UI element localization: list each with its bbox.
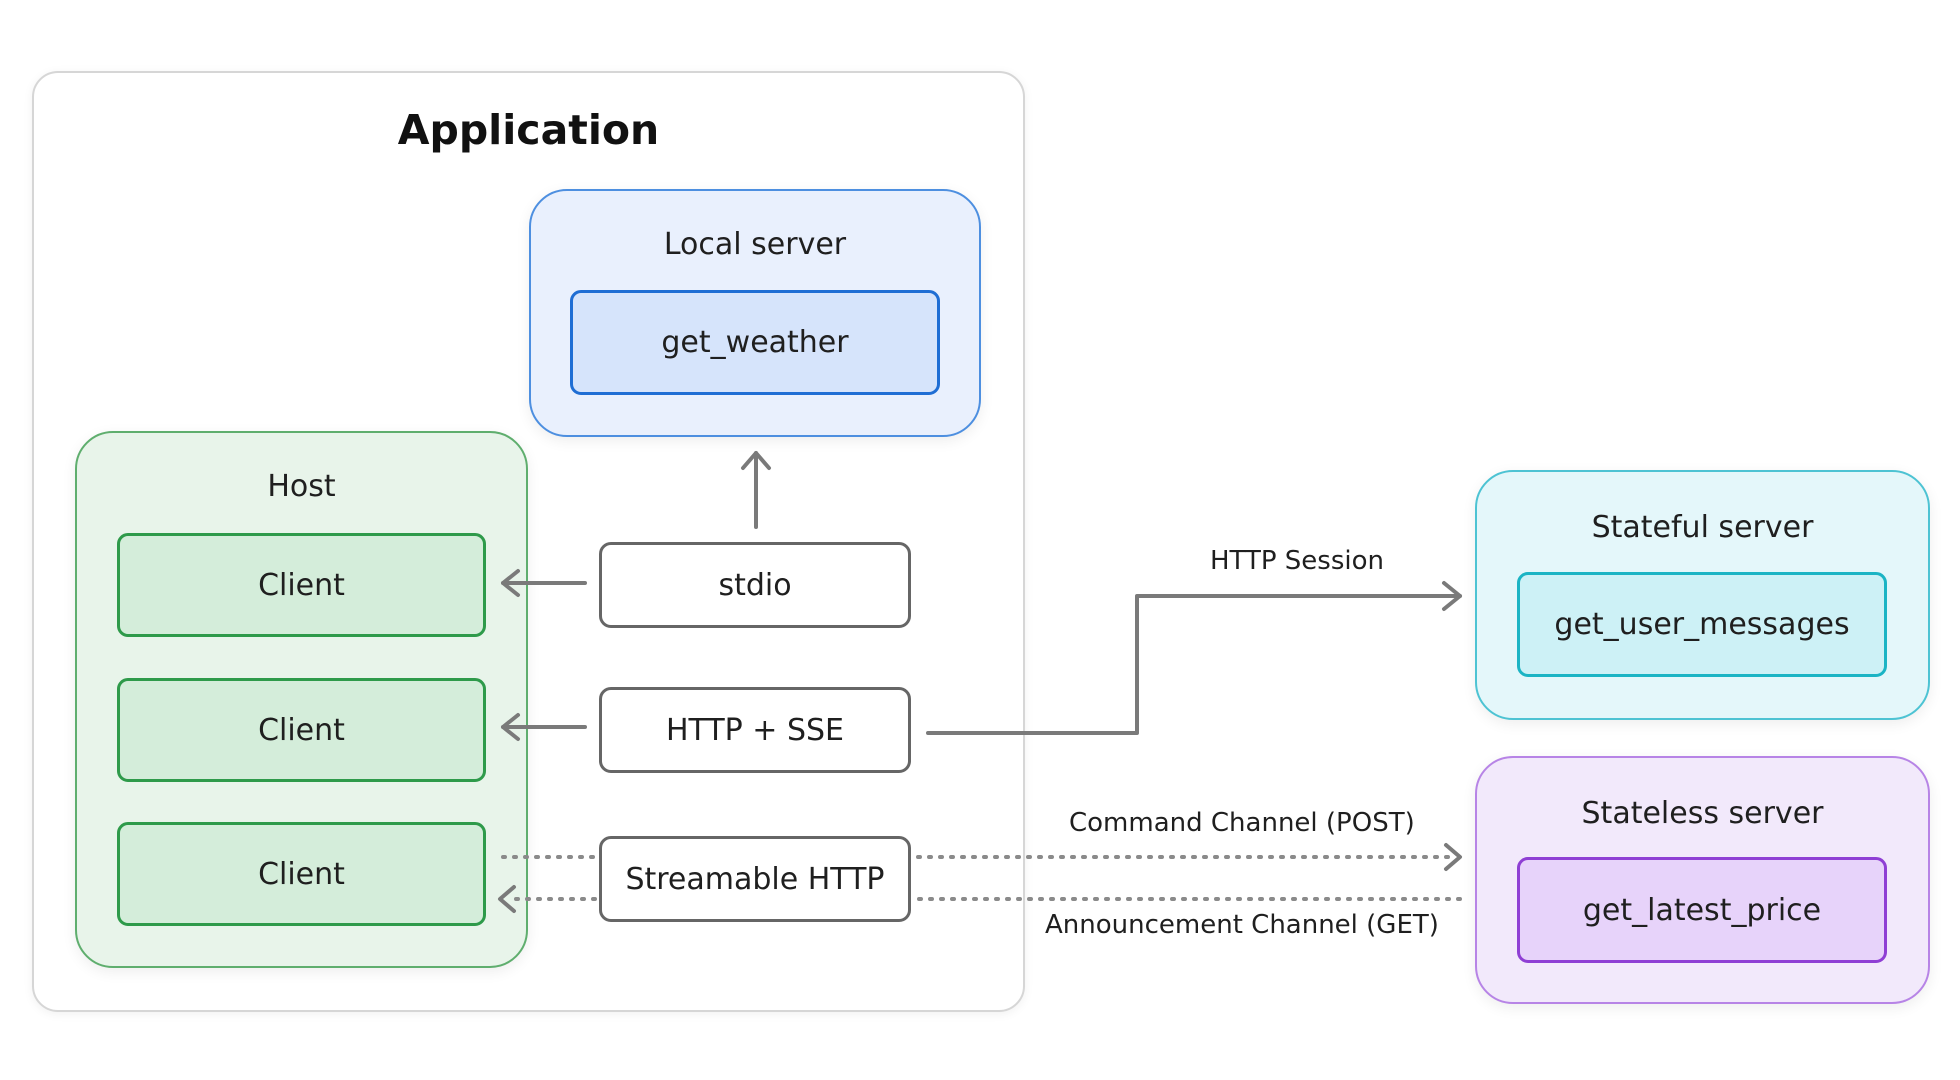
get-weather-tool: get_weather	[570, 290, 940, 395]
get-latest-price-tool: get_latest_price	[1517, 857, 1887, 963]
stateful-server-label: Stateful server	[1591, 509, 1814, 545]
client-node: Client	[117, 822, 486, 926]
command-channel-arrowhead	[1444, 843, 1462, 871]
stdio-to-client-arrowhead	[501, 569, 520, 597]
sse-to-client-arrowhead	[501, 713, 520, 741]
command-channel-label: Command Channel (POST)	[1069, 808, 1415, 838]
announcement-channel-label: Announcement Channel (GET)	[1045, 910, 1439, 940]
get-user-messages-tool: get_user_messages	[1517, 572, 1887, 677]
stdio-to-local-arrowhead	[741, 451, 771, 470]
local-server-label: Local server	[663, 226, 847, 262]
http-session-line	[926, 594, 1462, 735]
host-label: Host	[267, 468, 336, 504]
streamable-http-transport: Streamable HTTP	[599, 836, 911, 922]
stdio-transport: stdio	[599, 542, 911, 628]
http-sse-transport: HTTP + SSE	[599, 687, 911, 773]
stateless-server-label: Stateless server	[1581, 795, 1824, 831]
http-session-label: HTTP Session	[1210, 546, 1385, 576]
announcement-channel-arrowhead	[498, 885, 516, 913]
http-session-arrowhead	[1442, 581, 1462, 611]
application-title: Application	[397, 106, 660, 154]
client-node: Client	[117, 678, 486, 782]
client-node: Client	[117, 533, 486, 637]
